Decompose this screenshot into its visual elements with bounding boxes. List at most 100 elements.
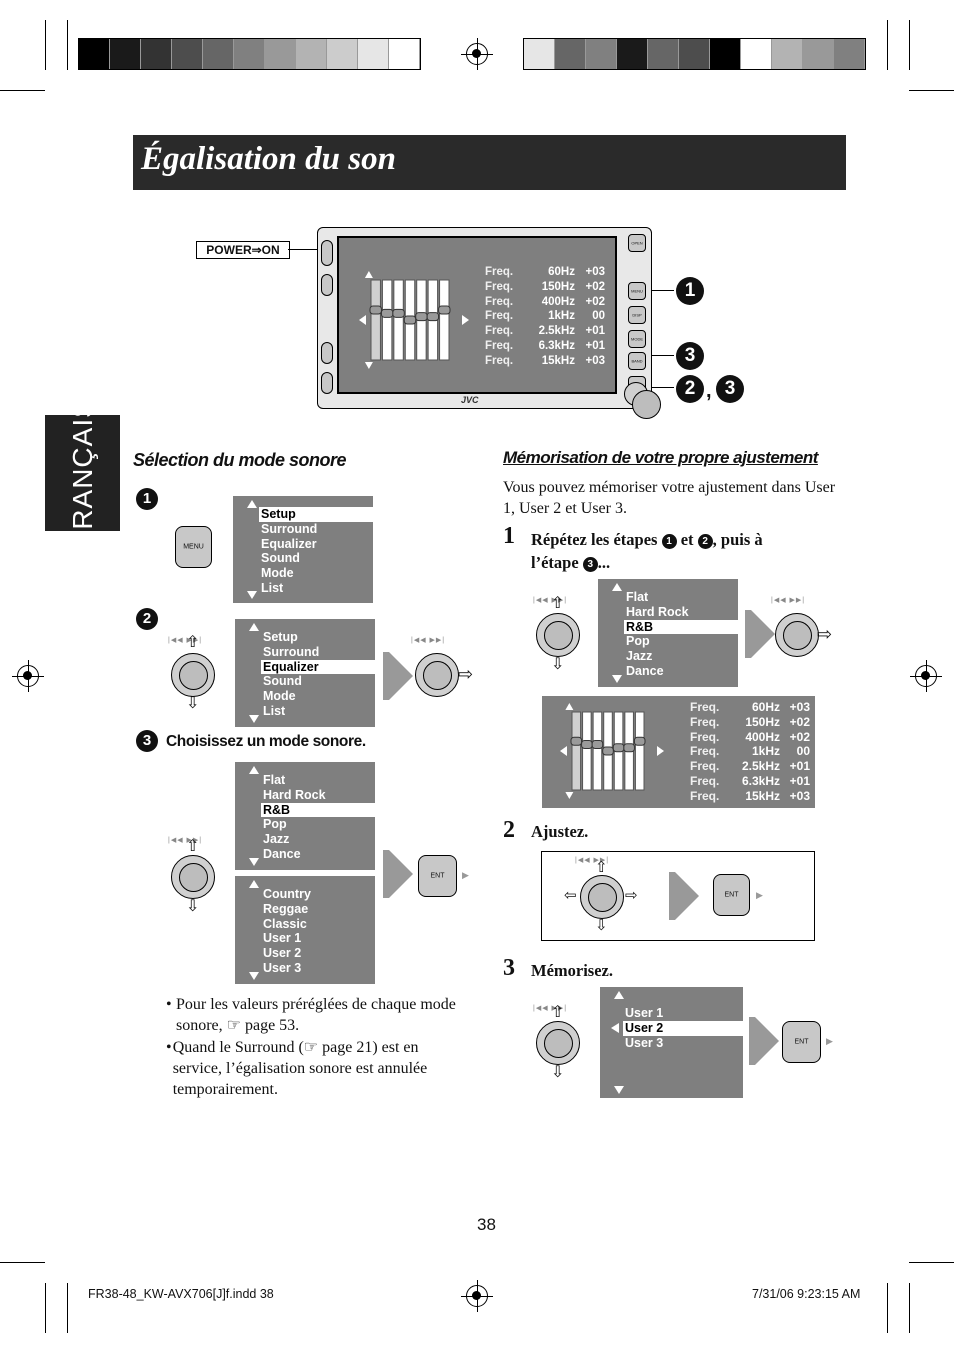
menu-item[interactable]: User 2 [623,1020,745,1036]
device-menu-button[interactable]: MENU [628,282,646,300]
menu-button[interactable]: MENU [175,526,212,568]
gray-bar [745,610,751,658]
eq-label: Freq. [690,714,720,729]
dial-up-arrow: ⇧ [186,838,200,855]
menu-item[interactable]: Sound [263,674,302,689]
eq-label: Freq. [485,280,514,293]
color-swatch [524,39,555,69]
menu-item[interactable]: User 1 [263,931,302,946]
eq-freq: 15kHz [541,354,575,367]
color-swatch [772,39,803,69]
scroll-down-icon [249,715,259,723]
menu-item[interactable]: Hard Rock [626,604,689,619]
power-button[interactable] [321,240,333,266]
menu-item[interactable]: Dance [626,663,664,678]
ent-button[interactable]: ENT [713,874,750,916]
menu-item[interactable]: Pop [263,817,287,832]
menu-item[interactable]: Country [263,887,311,901]
eq-freq: 2.5kHz [538,325,575,338]
registration-mark-icon [461,1280,493,1312]
eq-band-knob [415,312,428,322]
menu-item[interactable]: Equalizer [261,659,375,675]
ent-button[interactable]: ENT [418,855,457,897]
dial-left-arrow: ⇦ [564,887,577,904]
menu-item[interactable]: Surround [261,521,318,536]
bullet-item: •Pour les valeurs préréglées de chaque m… [166,996,456,1034]
left-step3-text: Choisissez un mode sonore. [166,733,366,750]
dial-right-arrow: ⇨ [625,887,638,904]
eq-band-bar [571,711,582,791]
device-open-button[interactable]: OPEN [628,234,646,252]
device-band-button[interactable]: BAND [628,352,646,370]
menu-item[interactable]: Dance [263,846,301,861]
scroll-down-icon [614,1086,624,1094]
eq-freq: 15kHz [745,788,780,803]
gray-arrow-icon [389,652,413,700]
control-dial[interactable] [775,613,819,657]
eq-row: Freq.6.3kHz+01 [485,339,605,354]
device-control-dial[interactable] [624,382,661,419]
menu-item[interactable]: Jazz [263,832,290,847]
menu-item[interactable]: Jazz [626,649,653,664]
eq-value: +02 [585,280,605,293]
menu-item[interactable]: Mode [263,689,296,704]
eq-freq: 6.3kHz [741,773,780,788]
footer-file: FR38-48_KW-AVX706[J]f.indd 38 [88,1287,274,1301]
device-disp-button[interactable]: DISP [628,306,646,324]
menu-item[interactable]: User 1 [625,1006,664,1020]
menu-item[interactable]: R&B [624,619,738,635]
menu-item[interactable]: R&B [261,802,375,818]
color-swatch [648,39,679,69]
eq-left-arrow-icon [359,315,366,325]
menu-item[interactable]: User 3 [263,960,302,975]
volume-down-button[interactable] [321,372,333,394]
menu-item[interactable]: Surround [263,644,320,659]
dial-down-arrow: ⇩ [186,695,200,712]
eq-label: Freq. [485,339,514,352]
track-icons: |◀◀ ▶▶| [575,857,610,864]
menu-item[interactable]: User 2 [263,946,302,961]
menu-item[interactable]: Reggae [263,901,309,916]
eq-label: Freq. [690,700,720,714]
control-dial[interactable] [171,855,215,899]
menu-item[interactable]: User 3 [625,1035,664,1050]
menu-item[interactable]: Hard Rock [263,787,326,802]
eq-band-knob [369,305,382,315]
right-step1-text: Répétez les étapes 1 et 2, puis à l’étap… [531,530,763,572]
volume-up-button[interactable] [321,342,333,364]
control-dial[interactable] [171,653,215,697]
control-dial[interactable] [415,653,459,697]
menu-item[interactable]: List [261,580,284,595]
menu-item[interactable]: Pop [626,634,650,649]
menu-item[interactable]: Setup [263,630,298,644]
control-dial[interactable] [536,613,580,657]
menu-item[interactable]: List [263,703,286,718]
menu-item[interactable]: Flat [626,590,649,604]
menu-item[interactable]: Equalizer [261,536,317,551]
eq-value: +01 [585,339,605,352]
gray-arrow-icon [755,1017,779,1065]
control-dial[interactable] [536,1021,580,1065]
gray-arrow-icon [751,610,775,658]
power-label: POWER⇒ON [196,241,290,259]
bullet-item: •Quand le Surround (☞ page 21) est en se… [166,1039,428,1098]
ent-button[interactable]: ENT [782,1021,821,1063]
att-button[interactable] [321,274,333,296]
eq-band-knob [633,736,646,746]
menu-item[interactable]: Setup [259,507,373,522]
menu-item[interactable]: Mode [261,566,294,581]
eq-label: Freq. [690,773,720,788]
menu-item[interactable]: Flat [263,773,286,787]
device-mode-button[interactable]: MODE [628,330,646,348]
crop-mark [0,90,45,91]
eq-band-knob [602,746,614,756]
menu-item[interactable]: Classic [263,916,307,931]
control-dial[interactable] [580,875,624,919]
eq-label: Freq. [690,729,720,744]
scroll-up-icon [614,991,624,999]
track-icons: |◀◀ ▶▶| [533,1005,568,1012]
menu-item[interactable]: Sound [261,551,300,566]
eq-row: Freq.150Hz+02 [690,715,810,730]
dial-down-arrow: ⇩ [186,898,200,915]
